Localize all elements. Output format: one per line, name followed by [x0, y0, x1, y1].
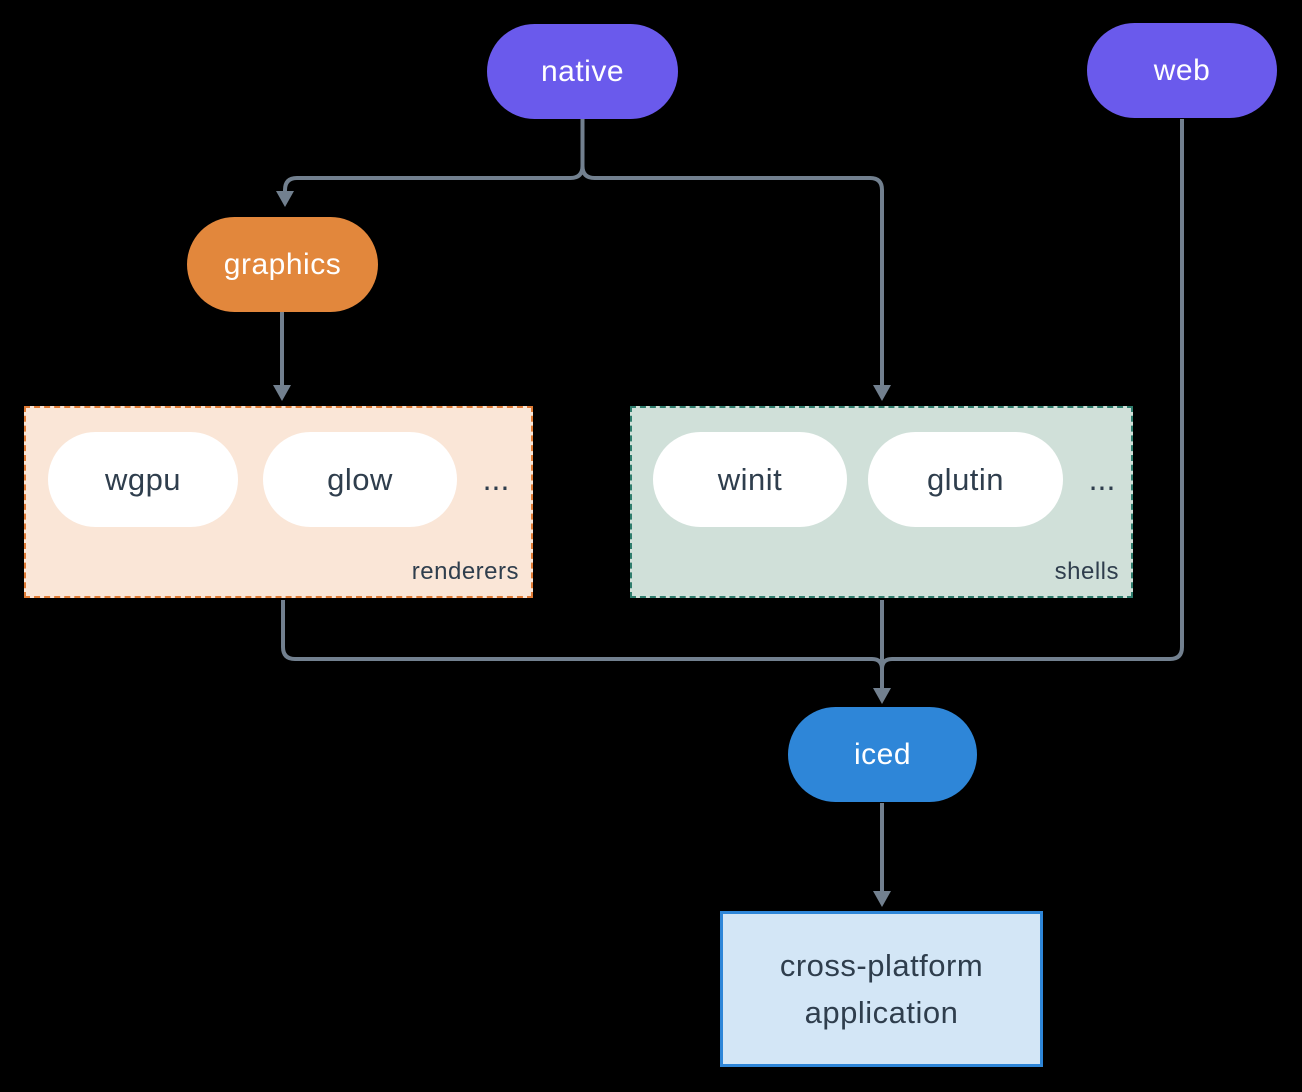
wgpu-label: wgpu: [104, 461, 182, 497]
winit-label: winit: [717, 461, 783, 497]
arrowhead-iced: [873, 688, 891, 704]
glutin-label: glutin: [926, 461, 1005, 497]
glow-node: glow: [263, 432, 457, 527]
native-node: native: [487, 24, 678, 119]
renderers-group-label: renderers: [411, 558, 519, 585]
arrowhead-application: [873, 891, 891, 907]
web-label: web: [1153, 53, 1211, 87]
connector-renderers-junction: [281, 600, 872, 661]
web-node: web: [1087, 23, 1277, 118]
glutin-node: glutin: [868, 432, 1063, 527]
shells-ellipsis: ...: [1088, 461, 1116, 497]
connector-web-junction: [892, 119, 1184, 661]
arrowhead-graphics: [276, 191, 294, 207]
iced-node: iced: [788, 707, 977, 802]
shells-group-label: shells: [1054, 558, 1119, 585]
native-label: native: [540, 54, 625, 88]
iced-label: iced: [853, 737, 912, 771]
connector-fork-left: [283, 165, 585, 192]
graphics-label: graphics: [223, 247, 342, 281]
application-node: cross-platform application: [720, 911, 1043, 1067]
renderers-group: wgpu glow ... renderers: [24, 406, 533, 598]
connector-fork-right: [580, 165, 884, 385]
application-label-line1: cross-platform: [779, 948, 984, 983]
renderers-ellipsis: ...: [482, 461, 510, 497]
winit-node: winit: [653, 432, 847, 527]
application-label-line2: application: [804, 995, 959, 1030]
glow-label: glow: [327, 461, 393, 497]
graphics-node: graphics: [187, 217, 378, 312]
arrowhead-renderers: [273, 385, 291, 401]
shells-group: winit glutin ... shells: [630, 406, 1133, 598]
wgpu-node: wgpu: [48, 432, 238, 527]
arrowhead-shells: [873, 385, 891, 401]
